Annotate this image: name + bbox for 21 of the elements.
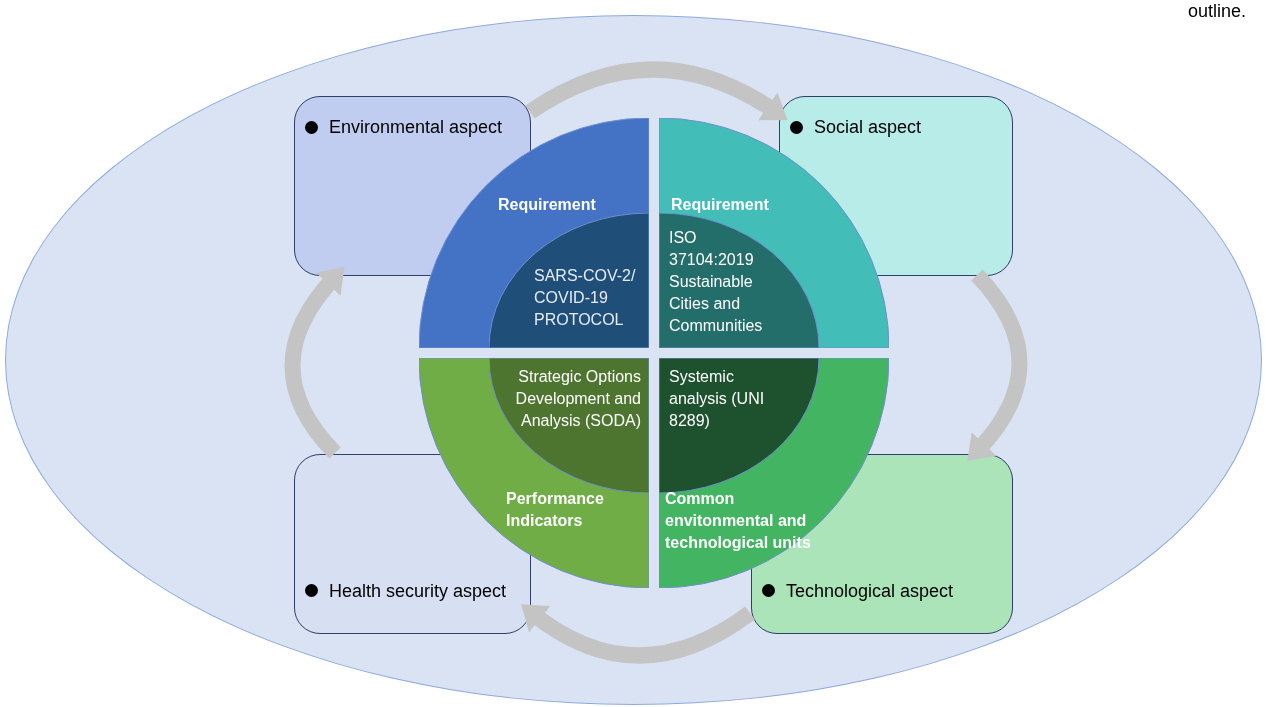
segment-label: Systemic analysis (UNI 8289) — [669, 367, 766, 431]
quadrant-segment — [659, 213, 819, 348]
curved-arrow — [967, 269, 1028, 462]
segment-label: Requirement — [671, 195, 769, 215]
segment-label: Common envitonmental and technological units — [665, 489, 812, 553]
segment-label: Requirement — [498, 195, 596, 215]
quadrant-segment — [489, 213, 649, 348]
aspect-label: Social aspect — [814, 116, 922, 138]
aspect-label: Health security aspect — [329, 580, 507, 602]
segment-label: SARS-COV-2/ COVID-19 PROTOCOL — [534, 266, 637, 330]
curved-arrow — [525, 61, 788, 121]
segment-label: ISO 37104:2019 Sustainable Cities and Communities — [669, 228, 764, 336]
quadrant-segment — [489, 358, 649, 493]
curved-arrow — [520, 604, 755, 664]
aspect-label: Environmental aspect — [329, 116, 503, 138]
note-text: outline. — [1187, 0, 1246, 22]
quadrant-segment — [659, 358, 819, 493]
curved-arrow — [284, 266, 345, 459]
segment-label: Strategic Options Development and Analysis (SODA) — [514, 367, 641, 431]
aspect-label: Technological aspect — [786, 580, 954, 602]
segment-label: Performance Indicators — [506, 489, 605, 531]
